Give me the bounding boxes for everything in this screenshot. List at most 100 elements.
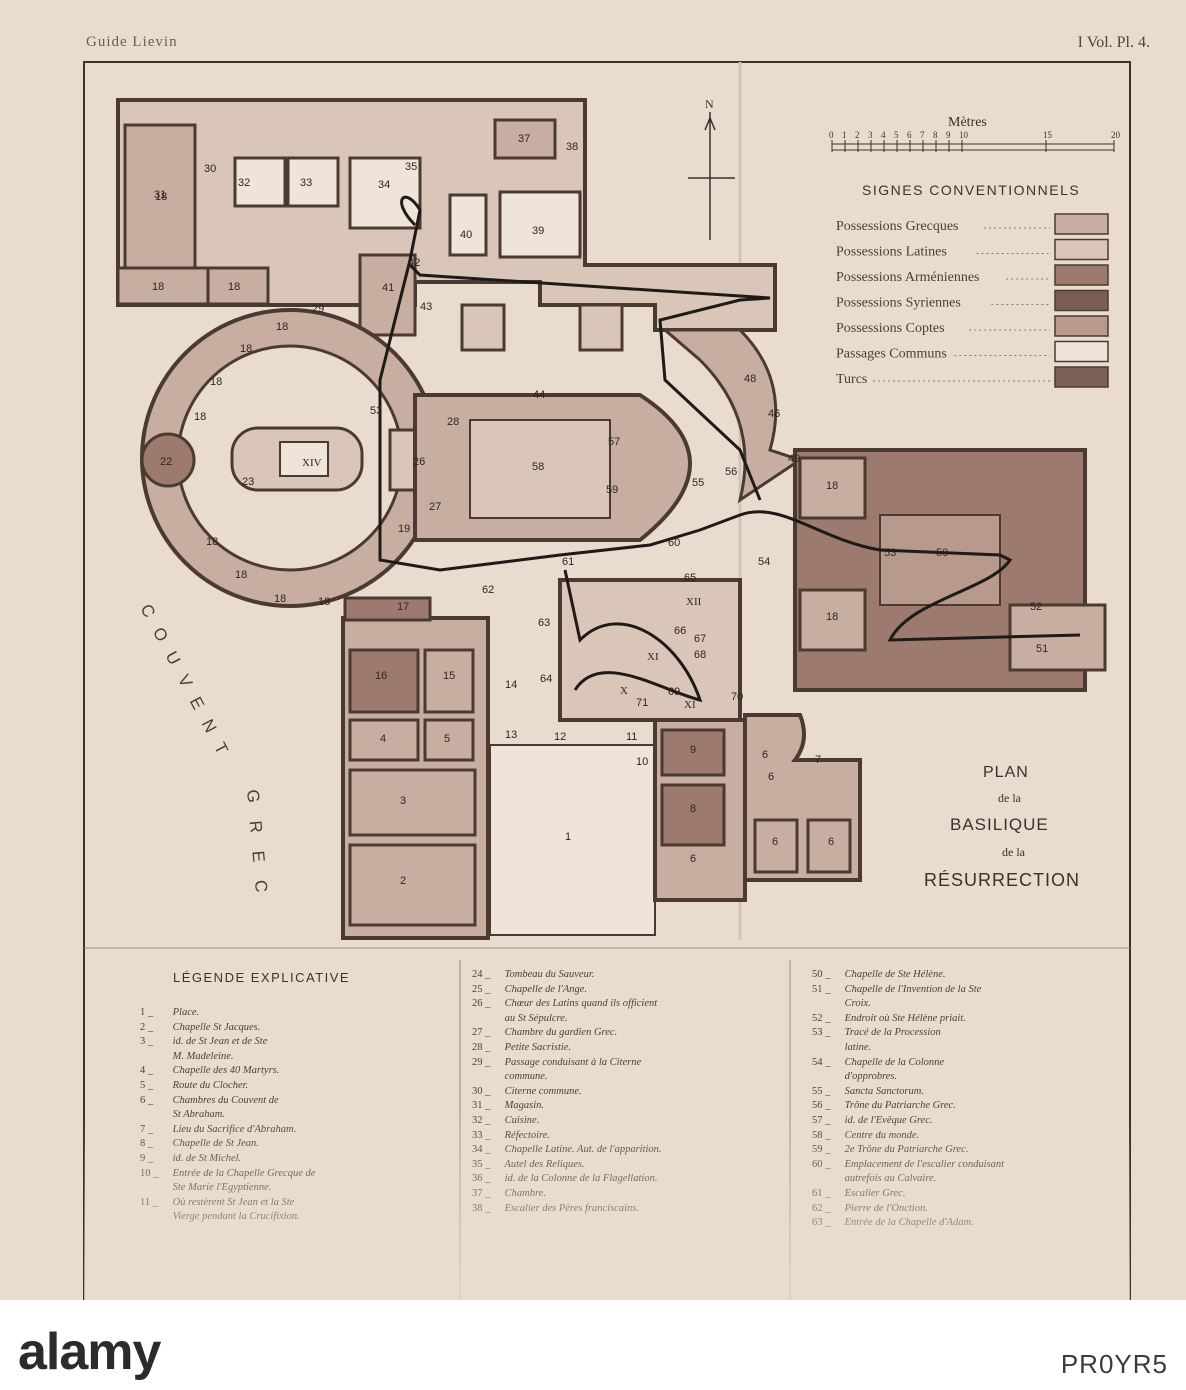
watermark-footer: alamy PR0YR5 <box>0 1300 1186 1390</box>
signes-swatch <box>1054 289 1109 312</box>
legend-column-1: 1 _ Place.2 _ Chapelle St Jacques.3 _ id… <box>140 1006 450 1225</box>
legend-entry-text: 2e Trône du Patriarche Grec. <box>842 1144 969 1156</box>
room-number: 50 <box>936 547 948 559</box>
legend-entry: Croix. <box>812 997 1112 1012</box>
compass-n-label: N <box>705 97 714 111</box>
room-number: 22 <box>160 456 172 468</box>
legend-entry-number: 58 _ <box>812 1129 831 1141</box>
legend-entry-number: 5 _ <box>140 1079 154 1091</box>
room-31 <box>123 123 197 272</box>
legend-entry-text: Emplacement de l'escalier conduisant <box>842 1158 1005 1170</box>
room-number: 35 <box>405 161 417 173</box>
legend-entry-number: 11 _ <box>140 1196 158 1208</box>
room-number: 49 <box>788 453 800 465</box>
room-41 <box>358 253 417 337</box>
room-number: 18 <box>826 480 838 492</box>
room-number: 6 <box>762 749 768 761</box>
legend-entry-text: Endroit où Ste Hélène priait. <box>842 1012 966 1024</box>
legend-entry-text: Citerne commune. <box>502 1085 582 1097</box>
legend-entry: 62 _ Pierre de l'Onction. <box>812 1202 1112 1217</box>
legend-entry-text: Chapelle de Ste Hélène. <box>842 969 946 980</box>
room-number: 37 <box>518 133 530 145</box>
room-39 <box>498 190 582 259</box>
parvis-1 <box>489 744 656 936</box>
room-40 <box>448 193 488 257</box>
legend-entry-number: 50 _ <box>812 969 831 980</box>
room-number: 16 <box>375 670 387 682</box>
room-number: 2 <box>400 875 406 887</box>
room-number: 56 <box>725 466 737 478</box>
legend-entry: latine. <box>812 1041 1112 1056</box>
room-number: 39 <box>532 225 544 237</box>
signes-swatch <box>1054 340 1109 363</box>
legend-entry: 4 _ Chapelle des 40 Martyrs. <box>140 1064 450 1079</box>
legend-entry-text: Chambre du gardien Grec. <box>502 1027 618 1039</box>
legend-entry: 56 _ Trône du Patriarche Grec. <box>812 1099 1112 1114</box>
legend-entry-number: 34 _ <box>472 1144 491 1156</box>
legend-entry: 2 _ Chapelle St Jacques. <box>140 1021 450 1036</box>
roman-number: XI <box>684 699 696 711</box>
legend-entry: commune. <box>472 1070 777 1085</box>
room-number: 28 <box>447 416 459 428</box>
legend-entry: 11 _ Où restèrent St Jean et la Ste <box>140 1196 450 1211</box>
legend-column-2: 24 _ Tombeau du Sauveur.25 _ Chapelle de… <box>472 968 777 1216</box>
roman-number: XII <box>686 596 702 608</box>
legend-entry-text: Vierge pendant la Crucifixion. <box>170 1211 300 1223</box>
legend-entry-number: 27 _ <box>472 1027 491 1039</box>
legend-entry: 57 _ id. de l'Evêque Grec. <box>812 1114 1112 1129</box>
east-ambulatory <box>660 328 1107 692</box>
legend-entry-number: 2 _ <box>140 1021 154 1033</box>
legend-entry-number: 8 _ <box>140 1138 154 1150</box>
legend-entry-text: Chapelle de l'Ange. <box>502 983 588 995</box>
legend-entry-text: Chapelle de St Jean. <box>170 1138 259 1150</box>
legend-entry-text: Ste Marie l'Egyptienne. <box>170 1182 272 1194</box>
legend-entry-number: 32 _ <box>472 1114 491 1126</box>
room-number: 42 <box>408 257 420 269</box>
room-number: 8 <box>690 803 696 815</box>
room-number: 18 <box>240 343 252 355</box>
scale-tick-label: 10 <box>959 130 969 140</box>
map-photograph: Guide Lievin I Vol. Pl. 4. <box>0 0 1186 1300</box>
legend-entry-number: 3 _ <box>140 1036 154 1048</box>
north-chapel-a <box>460 303 506 352</box>
side-text-grec: GREC <box>243 789 272 911</box>
room-number: 18 <box>276 321 288 333</box>
legend-entry-text: Chapelle de l'Invention de la Ste <box>842 983 982 995</box>
signes-swatch <box>1054 366 1109 388</box>
room-number: 51 <box>1036 643 1048 655</box>
legend-entry-text: Tombeau du Sauveur. <box>502 969 595 980</box>
room-number: 40 <box>460 229 472 241</box>
legend-entry-number: 30 _ <box>472 1085 491 1097</box>
room-number: 58 <box>532 461 544 473</box>
legend-entry: 27 _ Chambre du gardien Grec. <box>472 1026 777 1041</box>
room-number: 6 <box>828 836 834 848</box>
legend-entry: 3 _ id. de St Jean et de Ste <box>140 1035 450 1050</box>
scale-tick-label: 0 <box>829 130 834 140</box>
legend-entry: 54 _ Chapelle de la Colonne <box>812 1056 1112 1071</box>
legend-entry-number: 28 _ <box>472 1041 491 1053</box>
legend-entry-text: Escalier Grec. <box>842 1187 906 1199</box>
room-32 <box>233 156 287 208</box>
room-number: 7 <box>815 754 821 766</box>
room-number: 19 <box>398 523 410 535</box>
room-number: 33 <box>300 177 312 189</box>
room-18-e2 <box>798 588 867 652</box>
signes-title: SIGNES CONVENTIONNELS <box>862 182 1080 198</box>
compass-arrow <box>704 116 716 131</box>
legend-entry: 7 _ Lieu du Sacrifice d'Abraham. <box>140 1123 450 1138</box>
legend-entry-number: 59 _ <box>812 1144 831 1156</box>
legend-entry-number: 33 _ <box>472 1129 491 1141</box>
legend-entry-number: 53 _ <box>812 1027 831 1039</box>
nw-complex <box>116 98 777 337</box>
legend-entry: 37 _ Chambre. <box>472 1187 777 1202</box>
legend-entry-text: Passage conduisant à la Citerne <box>502 1056 642 1068</box>
legend-entry-text: au St Sépulcre. <box>502 1012 568 1024</box>
legend-entry: autrefois au Calvaire. <box>812 1172 1112 1187</box>
legend-entry-text: id. de l'Evêque Grec. <box>842 1114 933 1126</box>
legend-entry-number: 26 _ <box>472 998 491 1010</box>
plan-title-l2: de la <box>998 791 1022 805</box>
